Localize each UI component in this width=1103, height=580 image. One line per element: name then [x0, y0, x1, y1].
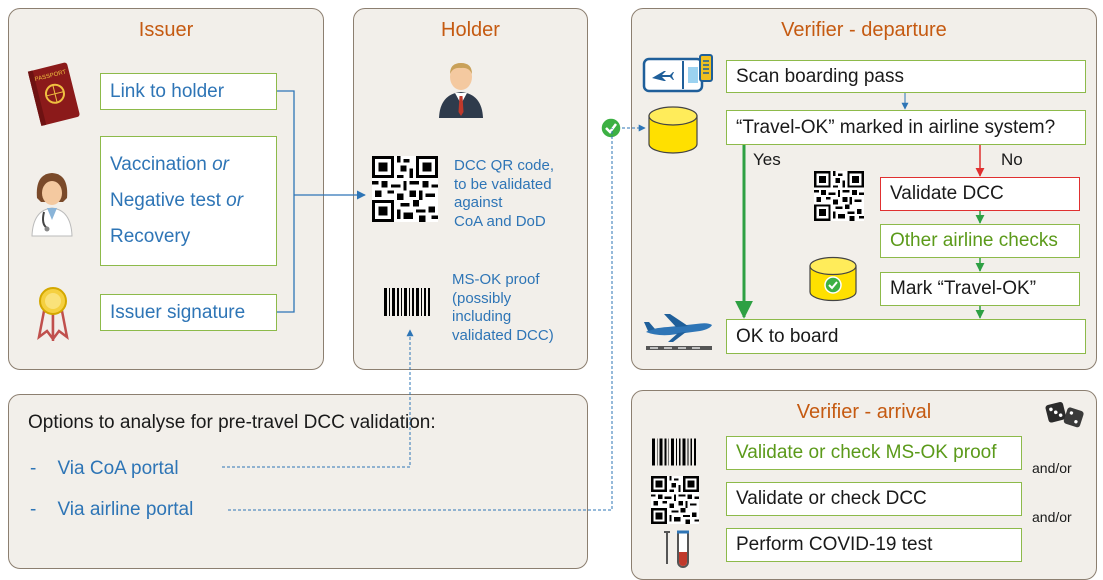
scan-boarding-pass-box: Scan boarding pass: [726, 60, 1086, 93]
dcc-qr-description: DCC QR code, to be validated against CoA…: [454, 157, 554, 231]
ok-to-board-label: OK to board: [736, 325, 839, 347]
barcode-icon: [384, 288, 430, 316]
coa-portal-label: Via CoA portal: [57, 458, 179, 479]
green-check-icon: [600, 117, 622, 139]
dcc-text-line: CoA and DoD: [454, 212, 546, 230]
holder-title: Holder: [441, 19, 500, 41]
msok-text-line: including: [452, 308, 512, 325]
qr-code-icon: [814, 171, 864, 221]
cert-or-1: or: [212, 154, 230, 175]
dcc-text-line: against: [454, 194, 503, 211]
check-dcc-label: Validate or check DCC: [736, 488, 927, 509]
bullet-dash: -: [30, 499, 37, 520]
dcc-text-line: DCC QR code,: [454, 157, 555, 174]
no-label: No: [1001, 150, 1023, 169]
passport-icon: PASSPORT: [27, 62, 80, 127]
issuer-signature-box: Issuer signature: [100, 294, 277, 331]
bullet-dash: -: [30, 458, 37, 479]
award-ribbon-icon: [37, 287, 69, 341]
airline-portal-label: Via airline portal: [57, 499, 194, 520]
test-tube-icon: [664, 530, 689, 568]
businessman-icon: [439, 63, 483, 118]
database-icon: [648, 106, 698, 154]
issuer-signature-label: Issuer signature: [110, 301, 246, 323]
scan-boarding-pass-label: Scan boarding pass: [736, 65, 904, 87]
and-or-label-1: and/or: [1032, 460, 1072, 476]
cert-vaccination: Vaccination: [110, 154, 213, 175]
mark-travel-ok-label: Mark “Travel-OK”: [890, 278, 1037, 299]
covid-test-label: Perform COVID-19 test: [736, 534, 933, 555]
validate-dcc-box: Validate DCC: [880, 177, 1080, 211]
dice-icon: [1045, 401, 1084, 428]
yes-label: Yes: [753, 150, 781, 169]
issuer-title: Issuer: [138, 19, 194, 41]
cert-negative-line: Negative test or: [110, 190, 243, 212]
other-airline-checks-box: Other airline checks: [880, 224, 1080, 258]
msok-text-line: MS-OK proof: [452, 271, 540, 288]
msok-text-line: (possibly: [452, 289, 512, 307]
mark-travel-ok-box: Mark “Travel-OK”: [880, 272, 1080, 306]
boarding-pass-icon: [642, 54, 713, 93]
travel-ok-check-label: “Travel-OK” marked in airline system?: [736, 116, 1056, 138]
covid-test-box: Perform COVID-19 test: [726, 528, 1022, 562]
cert-negative-test: Negative test: [110, 190, 227, 211]
dcc-text-line: to be validated: [454, 175, 552, 193]
airplane-icon: [644, 314, 712, 350]
options-item-coa-portal: - Via CoA portal: [30, 458, 179, 480]
link-to-holder-label: Link to holder: [110, 80, 225, 102]
travel-ok-check-box: “Travel-OK” marked in airline system?: [726, 110, 1086, 145]
options-item-airline-portal: - Via airline portal: [30, 499, 193, 521]
msok-text-line: validated DCC): [452, 326, 554, 344]
cert-or-2: or: [226, 190, 244, 211]
doctor-icon: [31, 173, 73, 237]
qr-code-icon: [651, 476, 699, 524]
certificate-types-box: Vaccination or Negative test or Recovery: [100, 136, 277, 266]
database-icon: [809, 256, 857, 302]
msok-proof-description: MS-OK proof (possibly including validate…: [452, 271, 554, 345]
and-or-label-2: and/or: [1032, 509, 1072, 525]
check-msok-proof-box: Validate or check MS-OK proof: [726, 436, 1022, 470]
barcode-icon: [652, 438, 696, 466]
link-to-holder-box: Link to holder: [100, 73, 277, 110]
departure-title: Verifier - departure: [781, 19, 947, 41]
validate-dcc-label: Validate DCC: [890, 183, 1004, 204]
ok-to-board-box: OK to board: [726, 319, 1086, 354]
arrival-title: Verifier - arrival: [796, 401, 932, 423]
check-dcc-box: Validate or check DCC: [726, 482, 1022, 516]
other-airline-checks-label: Other airline checks: [890, 230, 1058, 251]
options-heading: Options to analyse for pre-travel DCC va…: [28, 412, 436, 433]
cert-vaccination-line: Vaccination or: [110, 154, 229, 176]
check-msok-proof-label: Validate or check MS-OK proof: [736, 442, 997, 463]
cert-recovery: Recovery: [110, 226, 191, 247]
qr-code-icon: [372, 156, 438, 222]
